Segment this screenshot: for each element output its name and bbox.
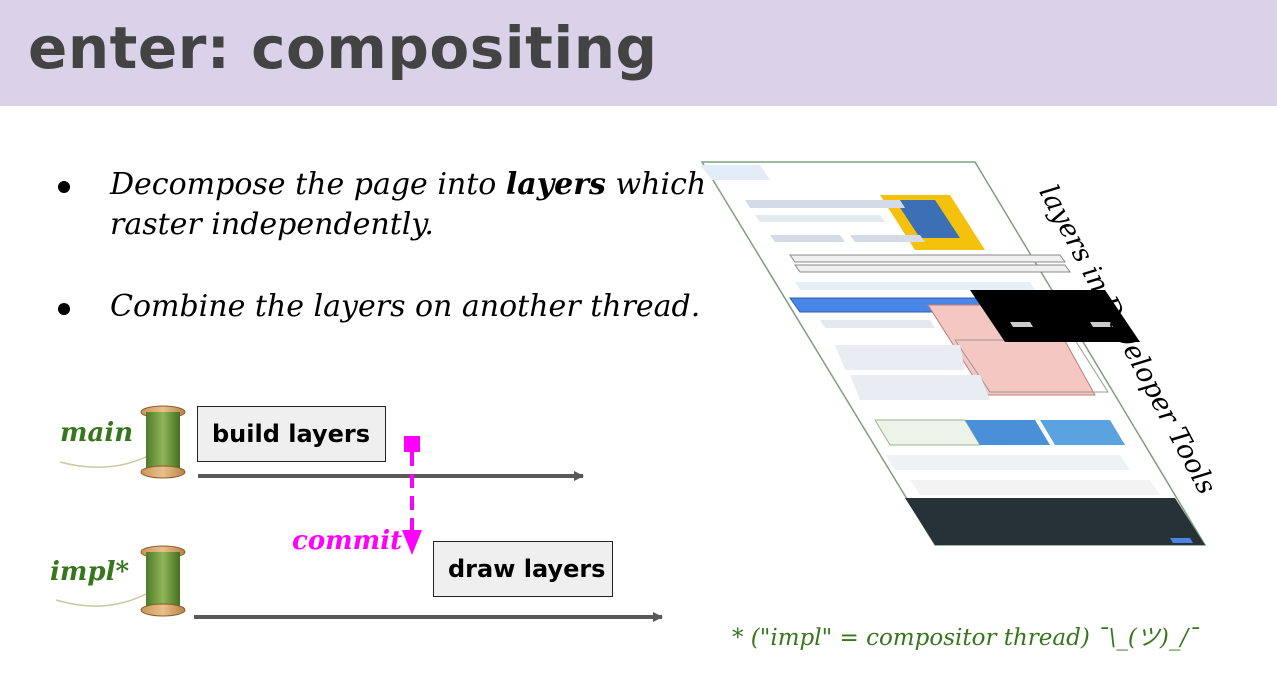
bullet-dot-icon: [58, 303, 70, 315]
title-bar: enter: compositing: [0, 0, 1277, 106]
main-thread-label: main: [60, 418, 134, 448]
bullet-text-bold: layers: [505, 167, 606, 202]
commit-arrow: [402, 436, 422, 555]
impl-thread-label: impl*: [50, 557, 130, 587]
bullet-list: Decompose the page into layers which ras…: [55, 165, 735, 327]
impl-spool-icon: [55, 545, 186, 617]
bullet-text-post: which raster independently.: [110, 167, 707, 242]
bullet-text-pre: Combine the layers on another thread.: [110, 289, 701, 324]
page-title: enter: compositing: [28, 14, 658, 82]
bullet-item-decompose: Decompose the page into layers which ras…: [55, 165, 735, 245]
build-layers-box: build layers: [197, 406, 386, 462]
devtools-layers-screenshot: [700, 161, 1207, 546]
bullet-text-pre: Decompose the page into: [110, 167, 506, 202]
footnote: * ("impl" = compositor thread) ¯\_(ツ)_/¯: [732, 625, 1200, 651]
main-spool-icon: [59, 405, 186, 479]
commit-label: commit: [292, 526, 403, 556]
draw-layers-box: draw layers: [433, 541, 613, 597]
bullet-dot-icon: [58, 181, 70, 193]
bullet-item-combine: Combine the layers on another thread.: [55, 287, 735, 327]
